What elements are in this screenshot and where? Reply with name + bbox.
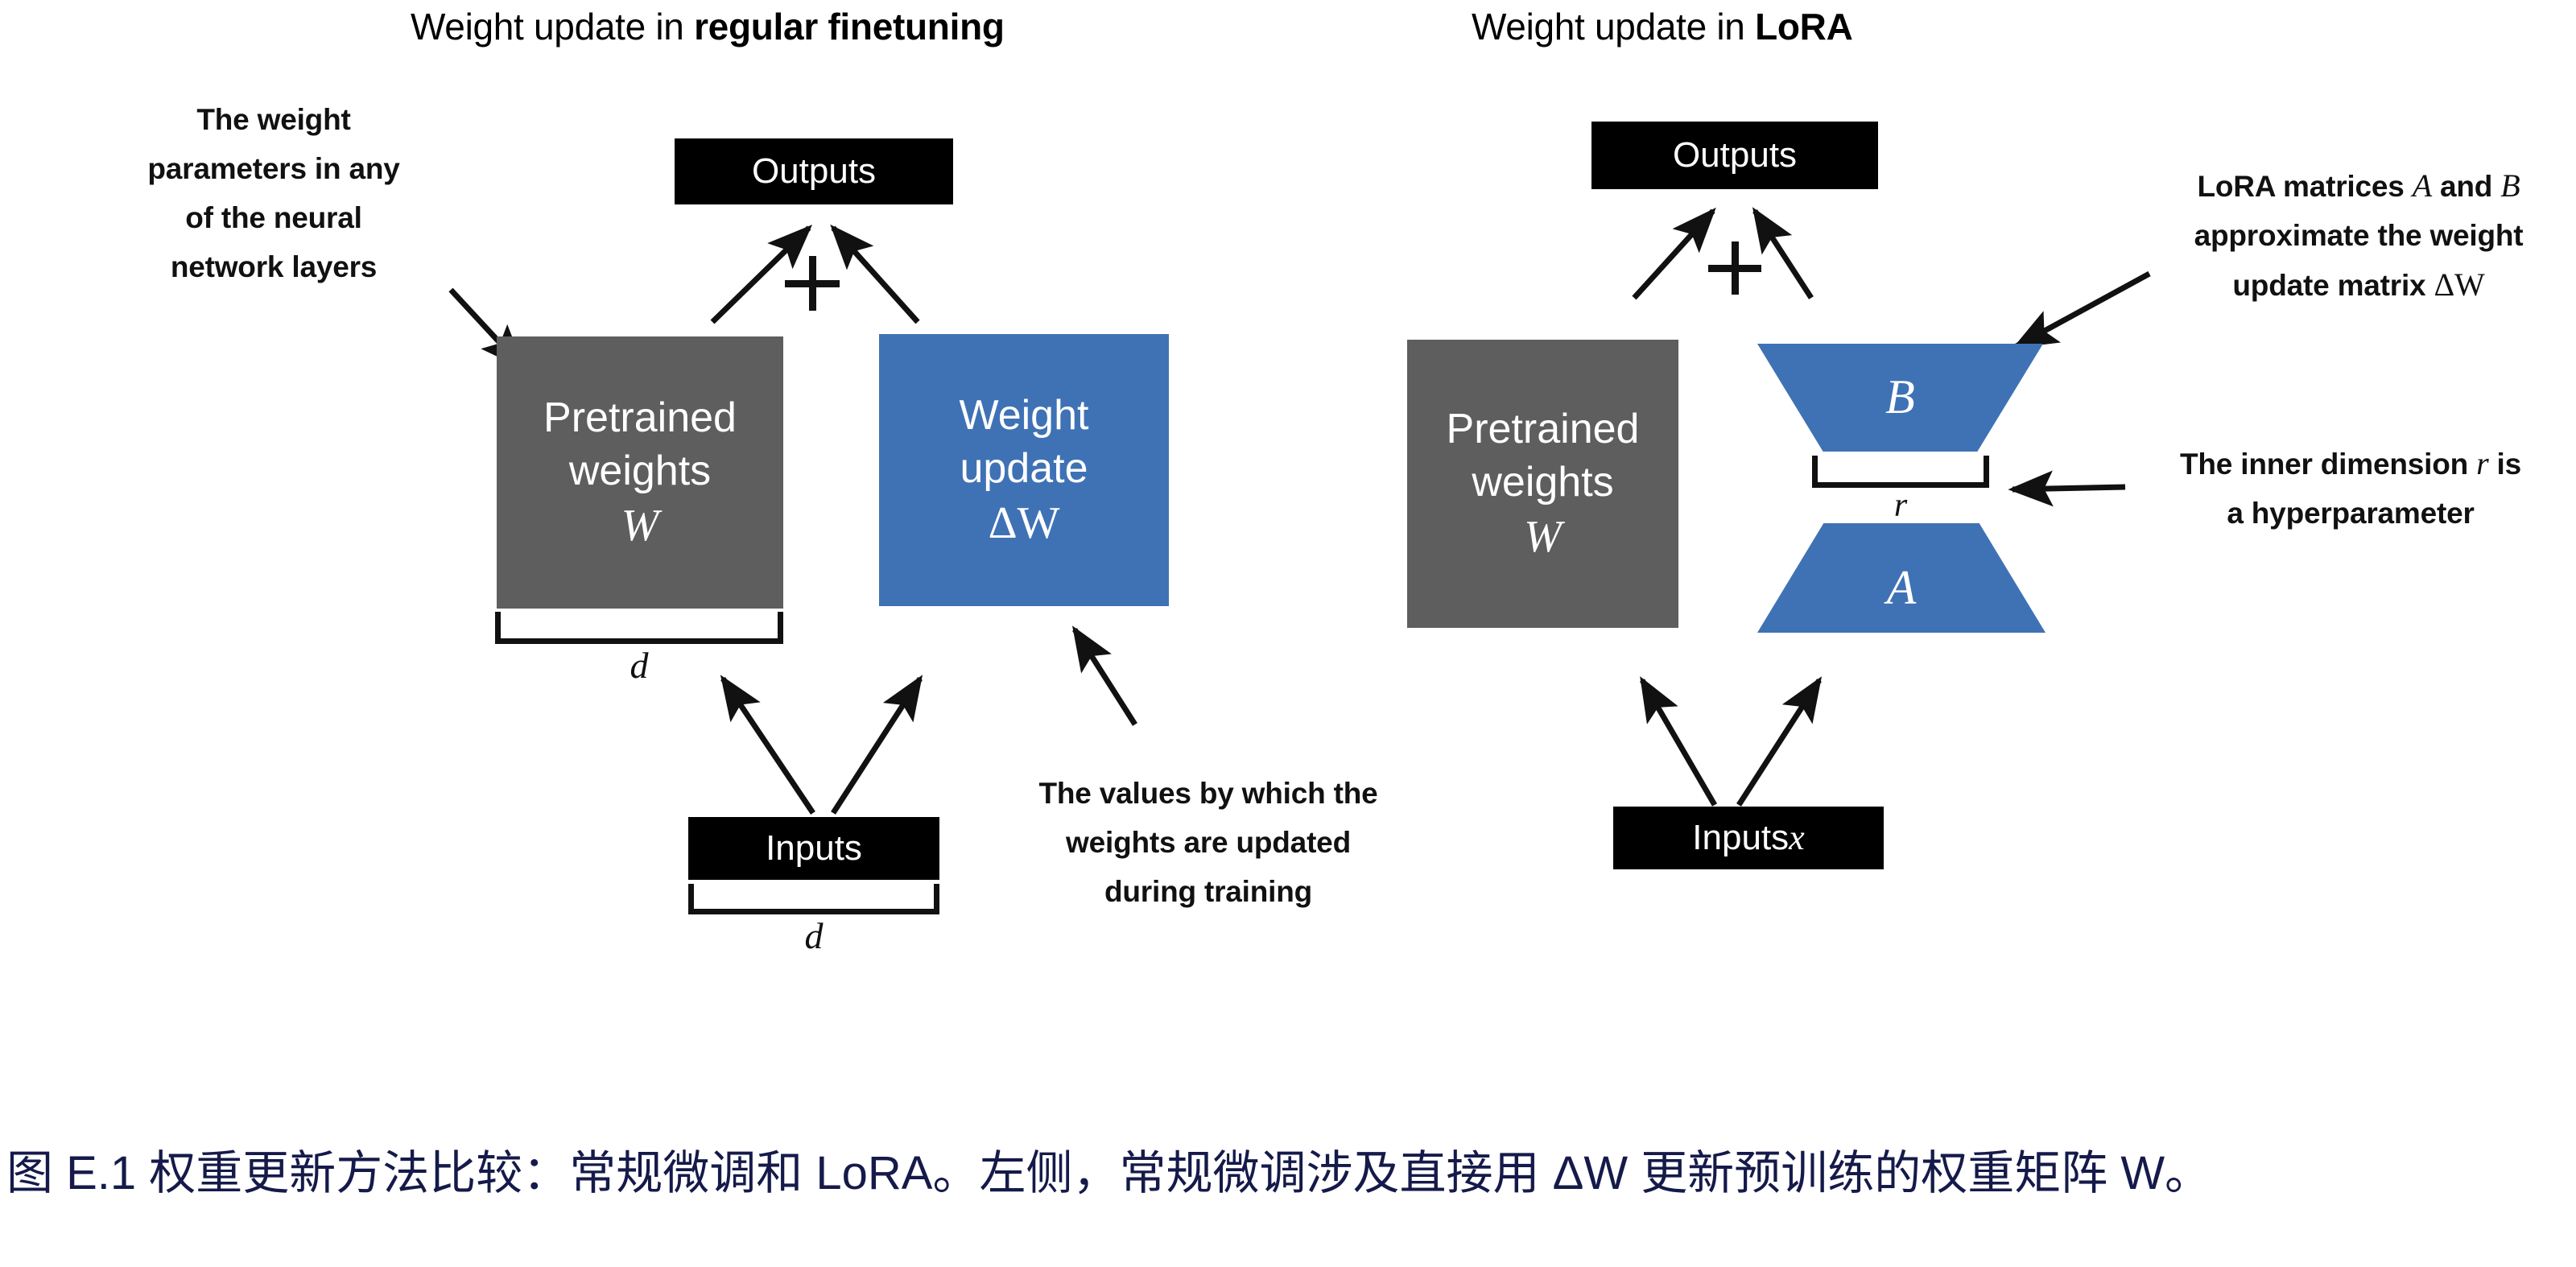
lora-matrix-b: B [1757,344,2043,452]
left-inputs-label: Inputs [766,828,862,868]
left-annotation-weights: The weight parameters in any of the neur… [105,95,443,291]
left-outputs-label: Outputs [751,151,877,191]
annot-line: of the neural [185,201,362,234]
lora-matrix-a-label: A [1886,561,1917,614]
weight-update-box: Weight update ΔW [879,334,1169,606]
right-panel-title: Weight update in LoRA [1472,5,1853,48]
annot-part: LoRA matrices [2197,170,2413,203]
annot-line: update matrix ΔW [2141,260,2576,310]
pretrained-line1: Pretrained [543,394,737,441]
pretrained-symbol-w: W [621,501,659,551]
arrow-layer [448,207,2151,815]
annot-var-delta-w: ΔW [2434,266,2485,303]
annot-part: is [2488,448,2522,481]
arrow-inputs-to-update [831,675,923,815]
arrow-annot-to-r [2008,470,2126,507]
left-panel-title: Weight update in regular finetuning [411,5,1005,48]
annot-var-a: A [2412,167,2432,204]
annot-var-r: r [2476,445,2489,481]
left-inputs-box: Inputs [688,817,939,880]
caption-line: 图 E.1 权重更新方法比较：常规微调和 LoRA。左侧，常规微调涉及直接用 Δ… [6,1147,2212,1199]
right-inputs-label: Inputs [1692,818,1790,857]
left-outputs-box: Outputs [675,138,953,204]
arrow-annot-to-b [2013,270,2151,349]
dimension-label-d-weights: d [630,645,649,686]
annot-line: network layers [170,250,378,283]
right-outputs-box: Outputs [1591,122,1878,189]
arrow-r-inputs-to-weights [1639,676,1718,807]
right-outputs-label: Outputs [1672,135,1798,175]
right-plus-icon [1708,241,1761,295]
annot-line: The inner dimension r is [2125,439,2576,489]
annot-line: The values by which the [1038,777,1378,810]
pretrained-symbol-w: W [1524,512,1562,562]
left-annotation-values: The values by which the weights are upda… [979,769,1438,916]
annot-line: The weight [196,103,351,136]
annot-line: parameters in any [147,152,400,185]
annot-part: and [2431,170,2501,203]
right-pretrained-weights-box: Pretrained weights W [1407,340,1678,628]
inner-dimension-bracket [1812,456,1989,488]
arrow-values-to-update [1071,625,1137,726]
annot-line: a hyperparameter [2227,497,2475,530]
annot-part: The inner dimension [2179,448,2477,481]
right-inputs-box: Inputs x [1613,807,1884,869]
arrow-b-to-outputs [1752,207,1814,299]
pretrained-line2: weights [1472,459,1614,506]
figure-caption: 图 E.1 权重更新方法比较：常规微调和 LoRA。左侧，常规微调涉及直接用 Δ… [6,1021,2574,1267]
right-annotation-inner-dimension: The inner dimension r is a hyperparamete… [2125,439,2576,538]
right-title-prefix: Weight update in [1472,6,1756,47]
weight-update-symbol-delta-w: ΔW [988,498,1060,548]
lora-matrix-b-label: B [1885,370,1915,423]
left-pretrained-weights-box: Pretrained weights W [497,336,783,609]
left-title-prefix: Weight update in [411,6,695,47]
left-plus-icon [785,256,840,311]
right-inputs-symbol-x: x [1789,818,1805,857]
arrow-r-inputs-to-a [1736,676,1823,807]
annot-line: during training [1104,875,1313,908]
pretrained-line1: Pretrained [1446,406,1640,452]
pretrained-line2: weights [568,448,712,494]
annot-line: LoRA matrices A and B [2141,161,2576,211]
arrow-r-weights-to-outputs [1632,207,1716,300]
dimension-bracket-inputs [688,884,939,914]
weight-update-line1: Weight [959,392,1089,439]
left-title-emphasis: regular finetuning [694,6,1005,47]
arrow-inputs-to-weights [720,675,815,815]
weight-update-line2: update [960,445,1088,492]
dimension-label-d-inputs: d [804,915,824,956]
annot-line: approximate the weight [2194,219,2524,252]
inner-dimension-label-r: r [1893,487,1908,524]
dimension-bracket-weights [495,612,783,644]
arrow-weights-to-outputs [710,225,813,324]
lora-matrix-a: A [1757,523,2046,633]
right-title-emphasis: LoRA [1755,6,1853,47]
arrow-update-to-outputs [830,224,920,324]
annot-line: weights are updated [1066,826,1351,859]
annot-part: update matrix [2232,269,2434,302]
annot-var-b: B [2500,167,2520,204]
right-annotation-lora-matrices: LoRA matrices A and B approximate the we… [2141,161,2576,310]
